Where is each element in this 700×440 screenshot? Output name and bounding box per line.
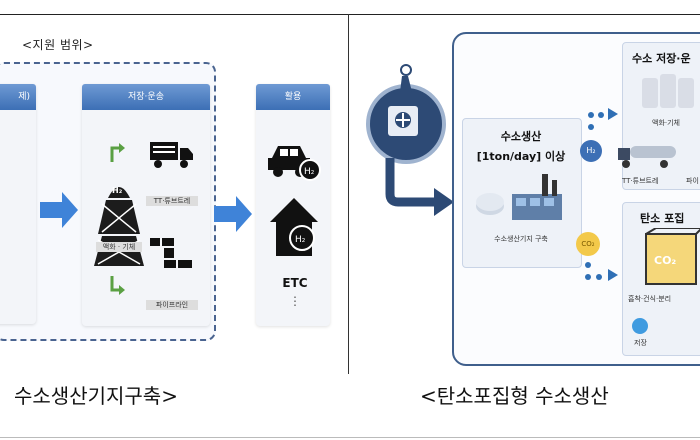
flow-arrowhead-icon (608, 269, 618, 281)
capture-box-icon (645, 228, 700, 285)
flow-arrow-1 (40, 192, 78, 228)
etc-ellipsis: ⋮ (289, 294, 301, 308)
support-scope-label: <지원 범위> (22, 38, 94, 52)
flow-dot (596, 274, 602, 280)
truck-label: TT·튜브트레 (146, 196, 198, 206)
pipeline-icon (150, 238, 192, 268)
production-capacity: [1ton/day] 이상 (476, 150, 566, 163)
house-icon: H₂ (270, 198, 318, 256)
flow-dot (588, 112, 594, 118)
store-label: 저장 (634, 339, 647, 347)
flow-dot (585, 262, 591, 268)
storage-tanks-icon (642, 74, 694, 108)
storage-sub3: 파이 (686, 177, 699, 185)
svg-text:H₂: H₂ (295, 235, 306, 245)
tube-trailer-icon (618, 146, 676, 168)
hydrogen-production-panel (462, 118, 582, 268)
green-arrow-up-icon (110, 143, 125, 162)
storage-transport-head: 저장·운송 (82, 84, 210, 110)
storage-drop-icon (632, 318, 648, 334)
flow-dot (585, 274, 591, 280)
green-arrow-down-icon (110, 276, 125, 295)
emblem-flow-arrow (385, 158, 454, 216)
capture-sub: 흡착·건식·분리 (628, 295, 672, 303)
production-sub-label: 수소생산기지 구축 (494, 235, 548, 243)
h2-bubble: H₂ (580, 140, 602, 162)
plant-chimney-icon (388, 64, 418, 136)
top-rule (0, 14, 700, 15)
flow-dot (598, 112, 604, 118)
production-plant-illustration (476, 174, 562, 220)
flow-dot (588, 124, 594, 130)
production-panel-head: 제) (0, 84, 36, 110)
flow-arrowhead-icon (608, 108, 618, 120)
left-caption: 수소생산기지구축> (14, 384, 178, 408)
bottom-rule (0, 437, 700, 438)
truck-icon (150, 142, 193, 168)
svg-text:H₂: H₂ (304, 167, 315, 177)
storage-sub2: TT·튜브트레 (622, 177, 659, 185)
capture-co2-label: CO₂ (654, 254, 677, 267)
utilization-head: 활용 (256, 84, 330, 110)
tower-h2-badge: H₂ (112, 186, 123, 195)
storage-head: 수소 저장·운 (632, 52, 691, 65)
flow-arrow-2 (214, 196, 252, 232)
facility-label: 액화 · 기체 (96, 242, 142, 252)
pipeline-label: 파이프라인 (146, 300, 198, 310)
storage-sub1: 액화·기체 (652, 119, 680, 127)
section-divider (348, 14, 349, 374)
car-icon: H₂ (268, 146, 321, 181)
co2-bubble: CO₂ (576, 232, 600, 256)
etc-label: ETC (282, 276, 308, 290)
hydrogen-tower-icon (94, 187, 144, 266)
capture-head: 탄소 포집 (640, 212, 685, 225)
right-caption: <탄소포집형 수소생산 (420, 384, 609, 408)
production-title: 수소생산 (500, 130, 542, 143)
production-panel: 제) (0, 84, 36, 324)
